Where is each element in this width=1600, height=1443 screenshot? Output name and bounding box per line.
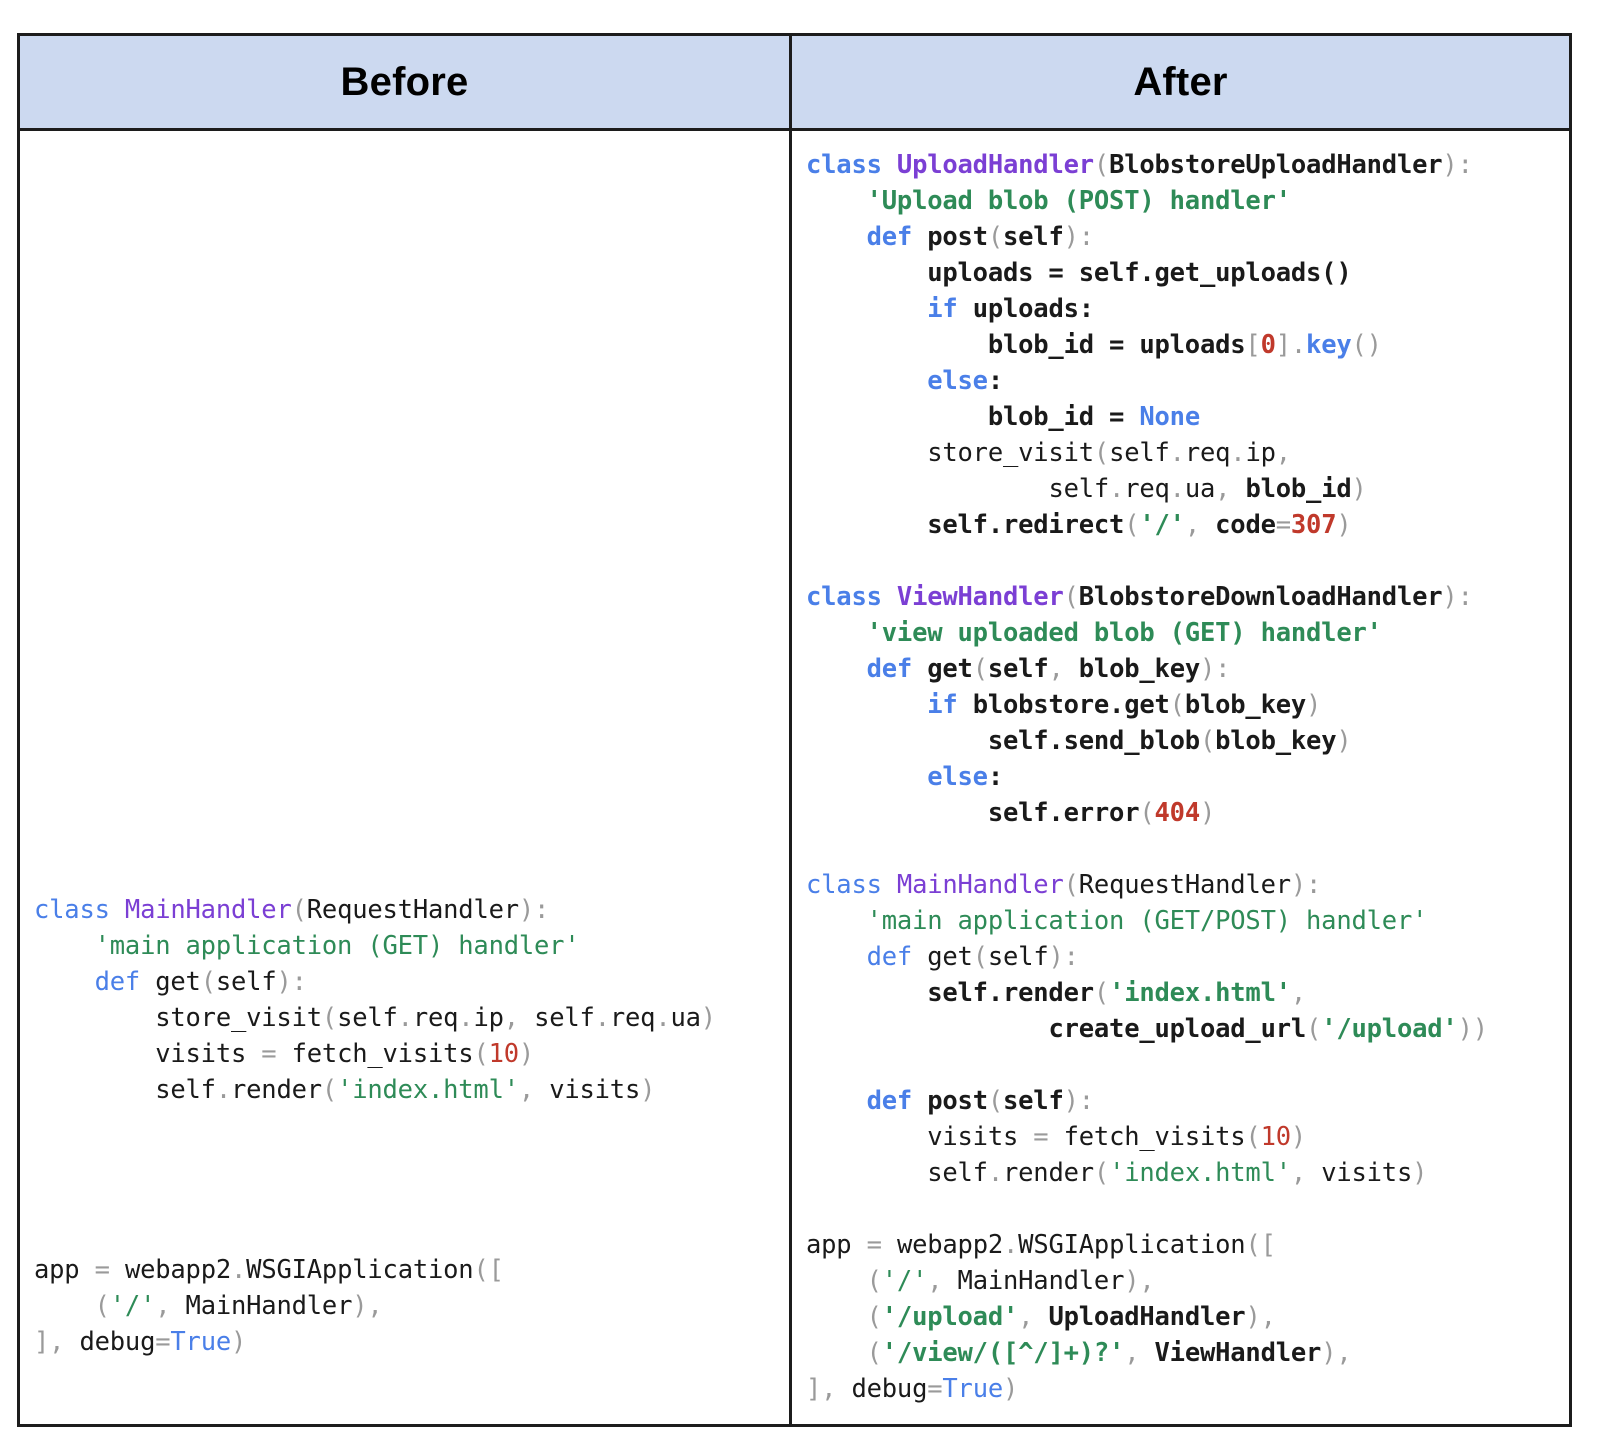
after-code-cell: class UploadHandler(BlobstoreUploadHandl… [792, 131, 1569, 1424]
before-code-cell: class MainHandler(RequestHandler): 'main… [20, 131, 792, 1424]
column-header-after: After [792, 36, 1569, 128]
before-code-block: class MainHandler(RequestHandler): 'main… [34, 895, 716, 1357]
before-after-table: Before After class MainHandler(RequestHa… [17, 33, 1572, 1427]
after-code-block: class UploadHandler(BlobstoreUploadHandl… [806, 150, 1488, 1404]
table-header-row: Before After [20, 36, 1569, 131]
table-body-row: class MainHandler(RequestHandler): 'main… [20, 131, 1569, 1424]
column-header-before: Before [20, 36, 792, 128]
